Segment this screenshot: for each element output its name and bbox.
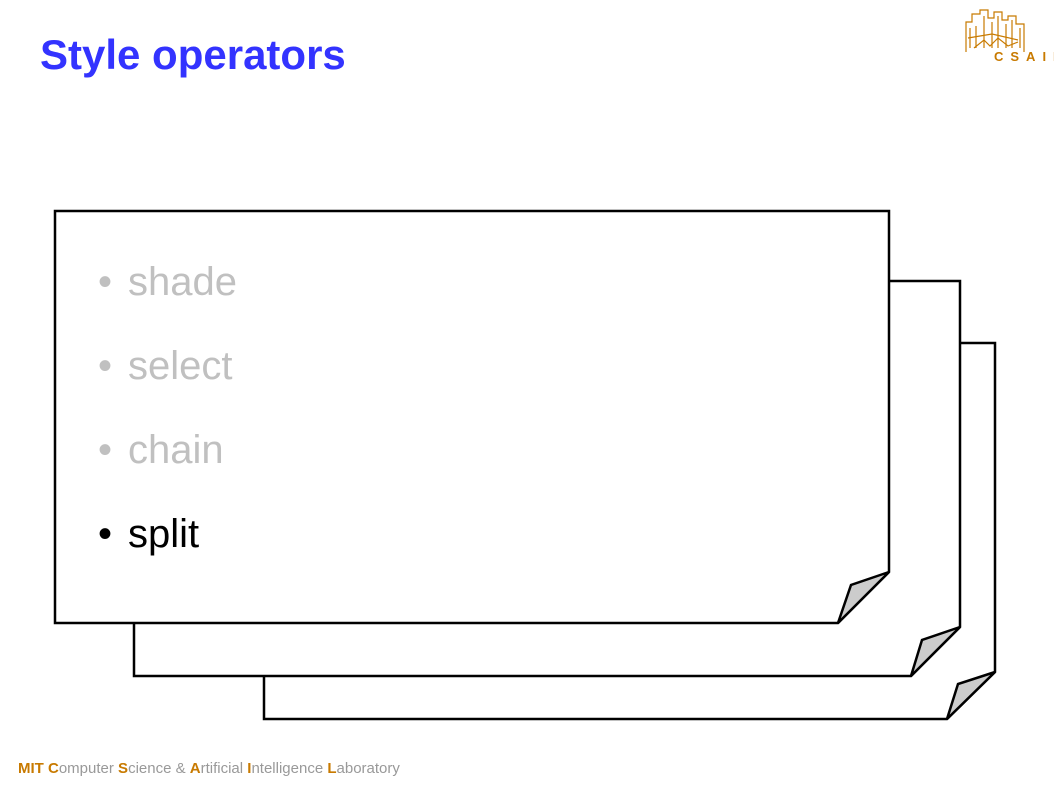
- operator-shade: shade: [128, 260, 237, 304]
- footer-segment: rtificial: [200, 760, 248, 777]
- footer-segment: A: [189, 760, 201, 777]
- operator-chain: chain: [128, 428, 224, 472]
- list-item: • split: [98, 504, 237, 588]
- csail-logo-icon: [965, 9, 1025, 52]
- footer-segment: L: [327, 760, 337, 777]
- footer-segment: aboratory: [336, 760, 400, 777]
- list-item: • shade: [98, 252, 237, 336]
- slide-title: Style operators: [40, 31, 346, 78]
- footer-segment: C: [48, 760, 59, 777]
- footer-segment: omputer: [58, 760, 119, 777]
- csail-logo: CSAIL: [962, 8, 1054, 70]
- footer-segment: MIT: [18, 760, 48, 777]
- csail-logo-text: CSAIL: [994, 49, 1054, 64]
- list-item: • select: [98, 336, 237, 420]
- bullet-icon: •: [98, 260, 113, 304]
- middle-page-fold: [909, 625, 961, 677]
- footer-segment: ntelligence: [251, 760, 328, 777]
- operator-list: • shade • select • chain • split: [98, 252, 237, 588]
- bullet-icon: •: [98, 344, 113, 388]
- bullet-icon: •: [98, 428, 113, 472]
- footer-segment: I: [247, 760, 252, 777]
- list-item: • chain: [98, 420, 237, 504]
- back-page-fold: [945, 670, 996, 720]
- footer-segment: S: [118, 760, 129, 777]
- front-page: [53, 209, 891, 625]
- bullet-icon: •: [98, 512, 113, 556]
- operator-split: split: [128, 512, 200, 556]
- front-page-fold: [836, 570, 890, 624]
- footer-lab-name: MIT Computer Science & Artificial Intell…: [18, 760, 400, 777]
- operator-select: select: [128, 344, 233, 388]
- footer-segment: cience &: [128, 760, 190, 777]
